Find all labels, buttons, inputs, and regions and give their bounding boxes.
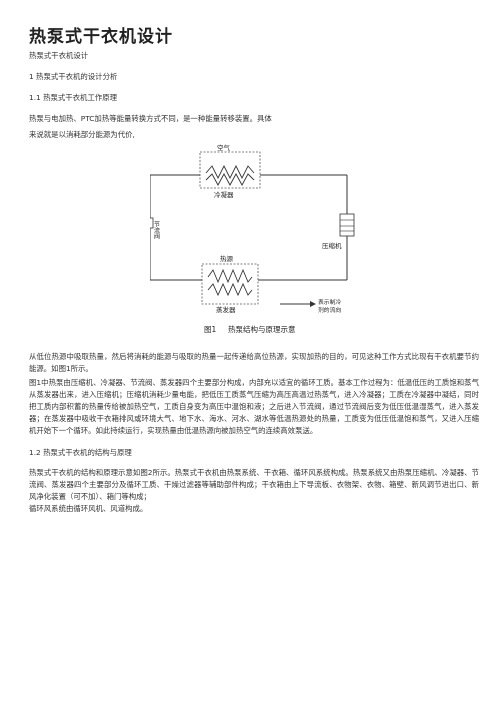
- page-title: 热泵式干衣机设计: [29, 27, 173, 47]
- figure-caption: 热泵结构与原理示意: [228, 324, 296, 334]
- label-heat-source: 热源: [220, 254, 234, 263]
- paragraph-line: 热泵与电加热、PTC加热等能量转换方式不同，是一种能量转移装置。具体: [29, 114, 272, 123]
- paragraph: 循环风系统由循环风机、风道构成。: [29, 504, 148, 513]
- section-heading-1: 1 热泵式干衣机的设计分析: [29, 72, 118, 81]
- label-condenser: 冷凝器: [214, 190, 234, 199]
- section-heading-1-2: 1.2 热泵式干衣机的结构与原理: [29, 448, 132, 457]
- figure-number: 图1: [204, 325, 216, 334]
- heat-pump-diagram: 空气 冷凝器 节流阀 压缩机 热源 蒸发器 表示制冷剂的流向: [146, 140, 372, 336]
- section-heading-1-1: 1.1 热泵式干衣机工作原理: [29, 93, 118, 102]
- label-flow: 表示制冷剂的流向: [318, 298, 341, 314]
- paragraph: 从低位热源中吸取热量，然后将消耗的能源与吸取的热量一起传递给高位热源，实现加热的…: [29, 352, 479, 373]
- compressor-icon: [339, 213, 355, 237]
- label-evaporator: 蒸发器: [216, 305, 236, 314]
- label-air: 空气: [217, 143, 231, 152]
- paragraph-line: 来说就是以消耗部分能源为代价,: [29, 130, 135, 139]
- label-compressor: 压缩机: [322, 241, 342, 250]
- condenser-box: [199, 151, 261, 189]
- evaporator-box: [201, 263, 259, 305]
- paragraph: 图1中热泵由压缩机、冷凝器、节流阀、蒸发器四个主要部分构成，内部充以适宜的循环工…: [29, 378, 479, 435]
- paragraph: 热泵式干衣机的结构和原理示意如图2所示。热泵式干衣机由热泵系统、干衣箱、循环风系…: [29, 468, 479, 501]
- label-throttle: 节流阀: [153, 220, 160, 240]
- subtitle: 热泵式干衣机设计: [29, 51, 89, 60]
